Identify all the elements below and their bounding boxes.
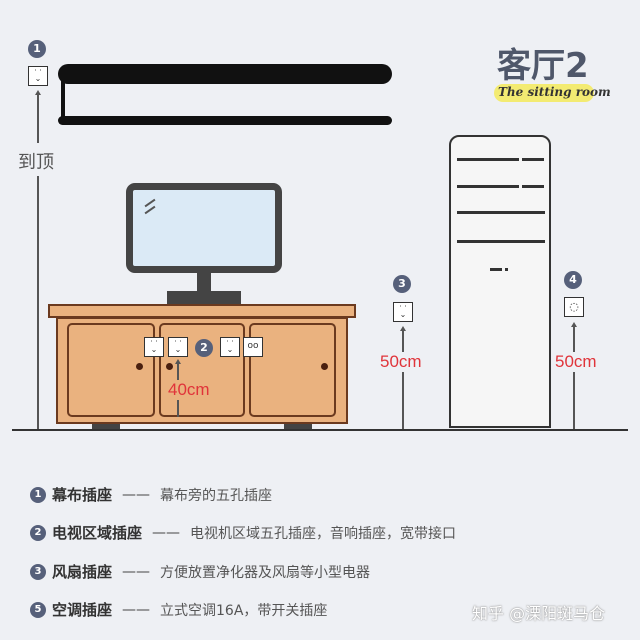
badge-2: 2 xyxy=(195,339,213,357)
badge-1: 1 xyxy=(28,40,46,58)
measure-line xyxy=(37,93,39,143)
legend-desc: 方便放置净化器及风扇等小型电器 xyxy=(160,564,371,581)
five-hole-socket-icon: · ·⌄ xyxy=(393,302,413,322)
label-fan-height: 50cm xyxy=(380,352,422,372)
five-hole-socket-icon: · ·⌄ xyxy=(144,337,164,357)
cabinet-door-middle xyxy=(159,323,245,417)
cabinet-door-left xyxy=(67,323,155,417)
legend-item-1: 1 幕布插座 —— 幕布旁的五孔插座 xyxy=(30,484,272,505)
legend-badge: 1 xyxy=(30,486,46,503)
legend-badge: 5 xyxy=(30,601,46,618)
label-to-top: 到顶 xyxy=(18,152,54,173)
legend-desc: 立式空调16A，带开关插座 xyxy=(160,602,328,619)
legend-name: 幕布插座 xyxy=(52,486,113,504)
badge-4: 4 xyxy=(564,271,582,289)
floor-line xyxy=(12,429,628,431)
ac-vent xyxy=(457,158,519,161)
door-knob xyxy=(166,363,173,370)
measure-line xyxy=(573,325,575,429)
legend-desc: 电视机区域五孔插座，音响插座，宽带接口 xyxy=(190,525,457,542)
measure-line xyxy=(402,329,404,429)
arrow-up-icon xyxy=(400,326,406,331)
ac-vent xyxy=(522,158,544,161)
measure-line xyxy=(37,176,39,430)
tv-stand xyxy=(167,291,241,305)
legend-item-2: 2 电视区域插座 —— 电视机区域五孔插座，音响插座，宽带接口 xyxy=(30,522,456,543)
five-hole-socket-icon: · ·⌄ xyxy=(220,337,240,357)
legend-dash: —— xyxy=(122,486,151,503)
curtain-rail-top xyxy=(58,64,392,84)
ac-vent xyxy=(457,211,545,214)
door-knob xyxy=(321,363,328,370)
cabinet-door-right xyxy=(249,323,336,417)
ac-indicator xyxy=(505,268,508,271)
ac-vent xyxy=(457,240,545,243)
ac-vent xyxy=(457,185,519,188)
label-tv-height: 40cm xyxy=(168,380,210,400)
cabinet-foot xyxy=(92,424,120,430)
cabinet-foot xyxy=(284,424,312,430)
cabinet-top xyxy=(48,304,356,318)
legend-dash: —— xyxy=(122,601,151,618)
legend-name: 空调插座 xyxy=(52,601,113,619)
label-ac-height: 50cm xyxy=(555,352,597,372)
legend-badge: 2 xyxy=(30,524,46,541)
legend-item-5: 5 空调插座 —— 立式空调16A，带开关插座 xyxy=(30,599,327,620)
arrow-up-icon xyxy=(175,359,181,364)
subtitle: The sitting room xyxy=(498,85,611,99)
tv-screen xyxy=(126,183,282,273)
16a-socket-icon: ◌ xyxy=(564,297,584,317)
curtain-rail-bottom xyxy=(58,116,392,125)
ac-display xyxy=(490,268,502,271)
five-hole-socket-icon: · ·⌄ xyxy=(168,337,188,357)
legend-dash: —— xyxy=(152,524,181,541)
curtain-rail-bracket xyxy=(61,80,65,120)
legend-name: 电视区域插座 xyxy=(52,524,143,542)
air-conditioner xyxy=(449,135,551,428)
legend-item-3: 3 风扇插座 —— 方便放置净化器及风扇等小型电器 xyxy=(30,561,370,582)
tv-neck xyxy=(197,273,211,293)
watermark: 知乎 @溧阳斑马仓 xyxy=(472,604,606,623)
five-hole-socket-icon: · ·⌄ xyxy=(28,66,48,86)
ac-vent xyxy=(522,185,544,188)
arrow-up-icon xyxy=(571,322,577,327)
subtitle-highlight xyxy=(494,84,594,102)
arrow-up-icon xyxy=(35,90,41,95)
legend-dash: —— xyxy=(122,563,151,580)
badge-3: 3 xyxy=(393,275,411,293)
legend-name: 风扇插座 xyxy=(52,563,113,581)
legend-badge: 3 xyxy=(30,563,46,580)
audio-socket-icon: oo xyxy=(243,337,263,357)
cabinet-body xyxy=(56,317,348,424)
door-knob xyxy=(136,363,143,370)
title: 客厅2 xyxy=(497,46,589,86)
legend-desc: 幕布旁的五孔插座 xyxy=(160,487,273,504)
